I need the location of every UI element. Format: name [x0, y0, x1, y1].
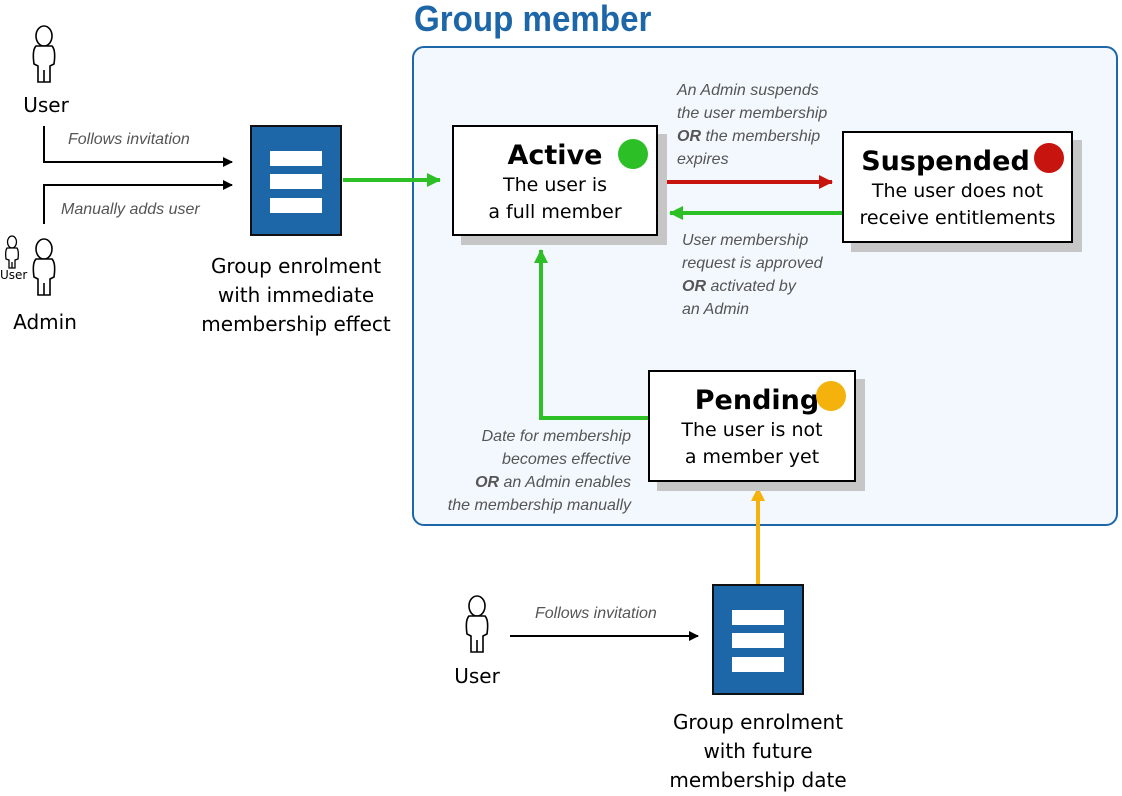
user-label-bottom: User	[454, 664, 500, 688]
state-pending-desc-line2: a member yet	[684, 446, 820, 468]
state-pending-desc-line1: The user is not	[681, 419, 823, 441]
small-user-label: User	[0, 268, 28, 282]
arrow-admin-adds-user	[43, 180, 233, 224]
status-dot-pending	[816, 381, 846, 411]
caption-suspend-transition: An Admin suspends the user membership OR…	[677, 82, 828, 168]
arrow-user-follows-invitation	[43, 126, 233, 167]
state-suspended-desc-line1: The user does not	[871, 180, 1044, 202]
user-icon-top	[32, 25, 56, 83]
status-dot-suspended	[1034, 143, 1064, 173]
admin-icon	[32, 238, 56, 296]
arrow-pending-to-active	[534, 249, 648, 420]
caption-approve-transition: User membership request is approved OR a…	[682, 232, 823, 318]
state-suspended: Suspended The user does not receive enti…	[842, 131, 1073, 243]
caption-manually-adds-user: Manually adds user	[61, 201, 200, 218]
user-label-top: User	[23, 93, 69, 117]
diagram-title: Group member	[414, 0, 652, 39]
state-suspended-desc-line2: receive entitlements	[859, 207, 1056, 229]
state-active-title: Active	[507, 140, 603, 171]
caption-follows-invitation-top: Follows invitation	[68, 131, 190, 148]
enrolment-future-icon	[712, 584, 804, 695]
state-pending-title: Pending	[694, 385, 820, 416]
caption-effective-transition: Date for membership becomes effective OR…	[447, 428, 631, 514]
state-suspended-title: Suspended	[861, 146, 1030, 177]
enrolment-immediate-label: Group enrolment with immediate membershi…	[201, 254, 391, 336]
enrolment-immediate-icon	[250, 125, 342, 236]
state-active-desc-line2: a full member	[488, 201, 622, 223]
enrolment-future-label: Group enrolment with future membership d…	[669, 710, 847, 792]
user-icon-bottom	[465, 595, 489, 653]
state-active-desc-line1: The user is	[502, 174, 608, 196]
small-user-icon	[5, 235, 19, 269]
admin-label: Admin	[13, 310, 77, 334]
caption-follows-invitation-bottom: Follows invitation	[535, 605, 657, 622]
status-dot-active	[618, 139, 648, 169]
